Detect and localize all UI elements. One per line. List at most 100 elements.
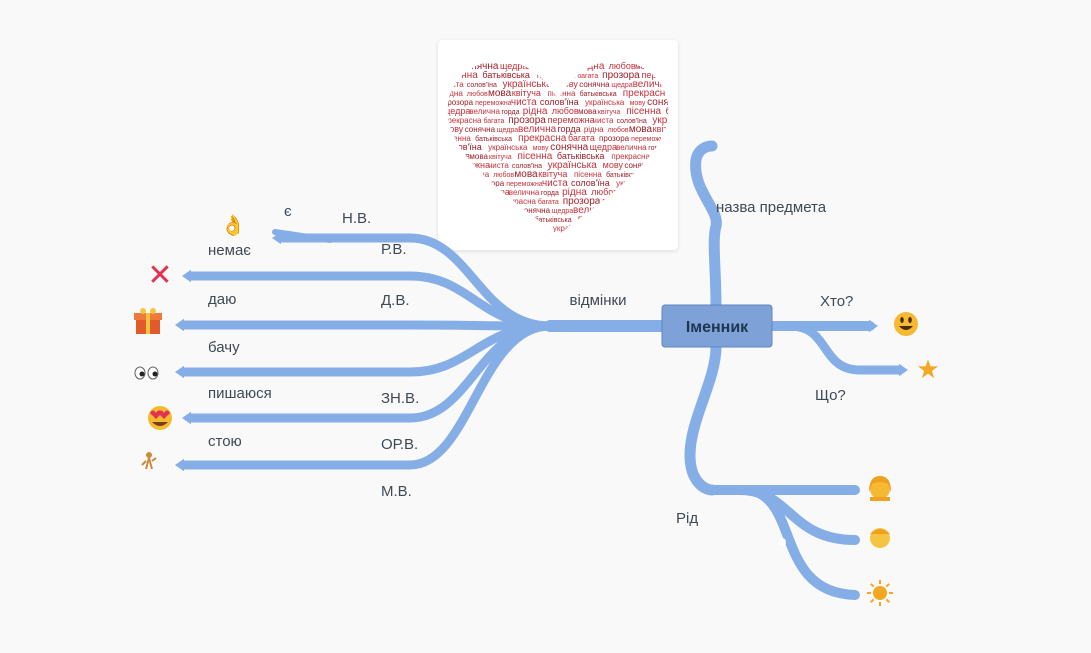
- question-who-label[interactable]: Хто?: [820, 293, 853, 310]
- heart-cloud-word: сонячна: [624, 161, 655, 170]
- heart-cloud-word: пісенна: [574, 170, 602, 179]
- question-what-label[interactable]: Що?: [815, 387, 846, 404]
- heart-cloud-word: прекрасна: [611, 152, 650, 161]
- heart-cloud-word: сонячна: [520, 206, 551, 215]
- heart-cloud-word: щедра: [497, 127, 518, 134]
- heart-cloud-word: солов'їна: [443, 142, 482, 152]
- case-word-nominative[interactable]: є: [284, 203, 292, 220]
- heart-cloud-word: прекрасна: [623, 88, 672, 99]
- sun-ray: [870, 598, 875, 603]
- heart-cloud-word: мова: [514, 169, 538, 180]
- heart-cloud-word: сонячна: [465, 125, 496, 134]
- heart-cloud-word: чиста: [443, 80, 464, 89]
- smiley-face-icon: [894, 312, 918, 336]
- heart-cloud-word: батьківська: [482, 70, 530, 80]
- branch-stand-arrow: [175, 458, 184, 472]
- heart-cloud-word: солов'їна: [571, 178, 610, 188]
- case-abbr-locative[interactable]: М.В.: [381, 483, 412, 500]
- heart-cloud-word: щедра: [443, 106, 470, 116]
- heart-cloud-word: любов: [493, 171, 514, 179]
- case-abbr-nominative[interactable]: Н.В.: [342, 210, 371, 227]
- case-word-accusative-see[interactable]: бачу: [208, 339, 240, 356]
- meaning-branch-label[interactable]: назва предмета: [716, 199, 827, 216]
- heart-cloud-word: пісенна: [443, 70, 478, 81]
- sun-icon: [867, 580, 893, 606]
- heart-cloud-word: переможна: [631, 136, 668, 143]
- heart-cloud-word: українська: [488, 143, 528, 152]
- case-abbr-accusative[interactable]: ЗН.В.: [381, 390, 419, 407]
- heart-cloud-word: любов: [608, 126, 629, 134]
- heart-cloud-word: рідна: [562, 187, 587, 198]
- heart-cloud-word: прозора: [508, 115, 546, 126]
- heart-cloud-word: переможна: [506, 181, 543, 188]
- branch-meaning[interactable]: [690, 140, 722, 311]
- central-topic[interactable]: Іменник: [661, 304, 773, 348]
- heart-cloud-word: мову: [603, 160, 624, 170]
- heart-cloud-word: мову: [443, 124, 464, 134]
- heart-cloud-word: пісенна: [518, 151, 553, 162]
- heart-cloud-word: солов'їна: [512, 163, 542, 170]
- branch-question-what-arrow: [899, 363, 908, 377]
- heart-cloud-word: мова: [578, 107, 597, 116]
- heart-cloud-word: сонячна: [461, 61, 499, 72]
- branch-gender-trunk[interactable]: [684, 341, 722, 496]
- heart-cloud-word: любов: [591, 187, 618, 197]
- case-abbr-dative[interactable]: Д.В.: [381, 292, 410, 309]
- heart-cloud-word: українська: [503, 79, 553, 90]
- branch-stand[interactable]: [178, 321, 555, 470]
- branch-question-who-arrow: [869, 319, 878, 333]
- heart-cloud-word: велична: [469, 107, 500, 116]
- heart-cloud-word: прекрасна: [443, 116, 482, 125]
- cross-mark-icon: ✕: [147, 258, 172, 293]
- case-abbr-genitive[interactable]: Р.В.: [381, 241, 407, 258]
- heart-cloud-word: квітуча: [512, 88, 541, 98]
- heart-cloud-word: чиста: [593, 116, 614, 125]
- case-word-instrumental-proud[interactable]: пишаюся: [208, 385, 272, 402]
- branch-dative[interactable]: [178, 320, 555, 331]
- heart-cloud-word: любов: [609, 61, 636, 71]
- heart-cloud-word: багата: [483, 117, 504, 125]
- gift-icon: [134, 308, 162, 334]
- branch-nominative-tip[interactable]: [272, 229, 333, 243]
- central-topic-label: Іменник: [686, 319, 749, 336]
- heart-cloud-word: щедра: [590, 142, 617, 152]
- heart-eyes-icon: [148, 406, 172, 430]
- sun-ray: [885, 583, 890, 588]
- branch-question-what[interactable]: [785, 321, 905, 375]
- standing-person-icon: [141, 452, 157, 470]
- case-word-genitive[interactable]: немає: [208, 242, 251, 259]
- heart-cloud-word: батьківська: [666, 106, 678, 116]
- heart-cloud-word: квітуча: [489, 153, 512, 161]
- case-word-dative[interactable]: даю: [208, 291, 236, 308]
- heart-cloud-word: щедра: [611, 82, 632, 89]
- heart-cloud-word: сонячна: [647, 97, 678, 108]
- heart-cloud-word: прекрасна: [497, 197, 536, 206]
- heart-cloud-word: горда: [541, 190, 559, 197]
- heart-cloud-word: любов: [467, 90, 488, 98]
- heart-cloud-word: чиста: [592, 52, 618, 63]
- heart-cloud-word: велична: [633, 79, 672, 90]
- gender-branch-label[interactable]: Рід: [676, 510, 698, 527]
- heart-cloud-word: українська: [652, 115, 678, 126]
- case-abbr-instrumental[interactable]: ОР.В.: [381, 436, 418, 453]
- heart-cloud-word: чиста: [542, 178, 568, 189]
- heart-cloud-word: прозора: [443, 98, 474, 107]
- branch-nominative[interactable]: [275, 233, 555, 331]
- man-icon: [870, 528, 890, 548]
- case-word-stand[interactable]: стою: [208, 433, 242, 450]
- heart-cloud-word: квітуча: [598, 108, 621, 116]
- heart-cloud-word: сонячна: [579, 80, 610, 89]
- heart-cloud-word: багата: [577, 72, 598, 80]
- heart-cloud-word: багата: [493, 52, 520, 62]
- heart-cloud-word: українська: [548, 160, 598, 171]
- cases-branch-label[interactable]: відмінки: [570, 292, 627, 309]
- heart-cloud-word: горда: [502, 109, 520, 116]
- branch-gender-neuter[interactable]: [745, 485, 860, 600]
- ok-hand-icon: 👌: [221, 213, 246, 237]
- heart-cloud-word: мову: [630, 100, 646, 107]
- heart-cloud-word: пісенна: [443, 134, 471, 143]
- heart-cloud-word: пісенна: [626, 106, 661, 117]
